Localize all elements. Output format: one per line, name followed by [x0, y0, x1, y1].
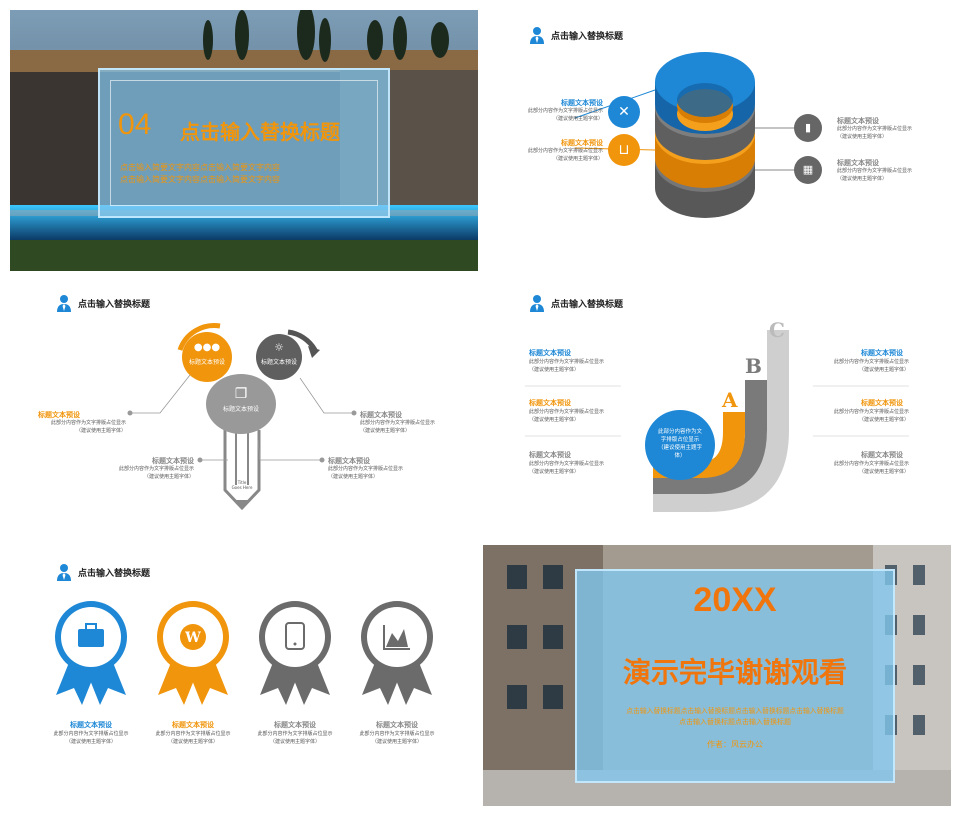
label-4: 标题文本预设 [837, 159, 879, 167]
closing-title: 演示完毕谢谢观看 [622, 656, 847, 689]
desc-2: 此部分内容作为文字排版占位显示（建议使用主题字体） [529, 409, 605, 423]
copy-icon: ❐ [234, 386, 248, 402]
slide-header: 点击输入替换标题 [529, 26, 623, 44]
label-2: 标题文本预设 [360, 411, 402, 419]
drops-icon: ●●● [193, 342, 221, 353]
letter-b: B [745, 354, 762, 378]
header-title: 点击输入替换标题 [551, 31, 624, 42]
letter-a: A [722, 388, 738, 412]
bubble-orange: ●●● 标题文本预设 [182, 332, 232, 382]
desc-2: 此部分内容作为文字排版占位显示（建议使用主题字体） [360, 420, 436, 434]
desc-5: 此部分内容作为文字排版占位显示（建议使用主题字体） [833, 409, 909, 423]
desc-3: 此部分内容作为文字排版占位显示（建议使用主题字体） [837, 126, 913, 140]
label-1: 标题文本预设 [38, 411, 80, 419]
label-1: 标题文本预设 [561, 99, 603, 107]
label-1: 标题文本预设 [529, 349, 571, 357]
label-5: 标题文本预设 [861, 399, 903, 407]
slide-header: 点击输入替换标题 [529, 294, 623, 312]
header-title: 点击输入替换标题 [78, 568, 151, 579]
section-sub-2: 点击输入简要文字内容点击输入简要文字内容 [120, 175, 280, 184]
title-box: 04 点击输入替换标题 点击输入简要文字内容点击输入简要文字内容 点击输入简要文… [98, 68, 390, 218]
label-3: 标题文本预设 [274, 721, 316, 729]
label-3: 标题文本预设 [529, 451, 571, 459]
desc-4: 此部分内容作为文字排版占位显示（建议使用主题字体） [833, 359, 909, 373]
bubble-dark: ☼ 标题文本预设 [256, 334, 302, 380]
user-icon [530, 27, 544, 44]
chart-icon [383, 625, 410, 650]
slide-5-badges: 点击输入替换标题 W 标题文本预设 此部分内容作为文字排版占位显示（建议使用主题… [10, 545, 478, 806]
label-3: 标题文本预设 [837, 117, 879, 125]
label-6: 标题文本预设 [861, 451, 903, 459]
svg-text:W: W [184, 630, 201, 646]
cart-icon: ⊔ [608, 134, 640, 166]
closing-year: 20XX [693, 581, 777, 619]
sun-icon: ☼ [274, 341, 284, 354]
label-1: 标题文本预设 [70, 721, 112, 729]
user-icon [57, 295, 71, 312]
bar-chart-icon: ▦ [794, 156, 822, 184]
closing-sub-1: 点击输入替换标题点击输入替换标题点击输入替换标题点击输入替换标题 [626, 707, 844, 715]
label-4: 标题文本预设 [328, 457, 370, 465]
desc-4: 此部分内容作为文字排版占位显示（建议使用主题字体） [359, 731, 435, 745]
section-sub-1: 点击输入简要文字内容点击输入简要文字内容 [120, 163, 280, 172]
slide-header: 点击输入替换标题 [56, 563, 150, 581]
slide-6-closing: 20XX 演示完毕谢谢观看 点击输入替换标题点击输入替换标题点击输入替换标题点击… [483, 545, 951, 806]
header-title: 点击输入替换标题 [78, 299, 151, 310]
desc-4: 此部分内容作为文字排版占位显示（建议使用主题字体） [837, 168, 913, 182]
desc-1: 此部分内容作为文字排版占位显示（建议使用主题字体） [527, 108, 603, 122]
ruler-icon: ▮ [794, 114, 822, 142]
desc-4: 此部分内容作为文字排版占位显示（建议使用主题字体） [328, 466, 404, 480]
tablet-icon [285, 622, 305, 650]
desc-3: 此部分内容作为文字排版占位显示（建议使用主题字体） [257, 731, 333, 745]
desc-3: 此部分内容作为文字排版占位显示（建议使用主题字体） [529, 461, 605, 475]
label-3: 标题文本预设 [152, 457, 194, 465]
desc-6: 此部分内容作为文字排版占位显示（建议使用主题字体） [833, 461, 909, 475]
slide-2-rings: 点击输入替换标题 ✕ ⊔ ▮ ▦ 标题文本预设 此部分内容作为文字排版占位显示（… [483, 10, 951, 271]
label-2: 标题文本预设 [172, 721, 214, 729]
pencil-graphic [127, 323, 357, 511]
header-title: 点击输入替换标题 [551, 299, 624, 310]
wordpress-icon: W [180, 624, 206, 650]
closing-sub-2: 点击输入替换标题点击输入替换标题 [679, 718, 791, 726]
ring-stack-graphic [574, 52, 801, 218]
label-2: 标题文本预设 [561, 139, 603, 147]
bubble-label-1: 标题文本预设 [188, 359, 225, 366]
desc-1: 此部分内容作为文字排版占位显示（建议使用主题字体） [529, 359, 605, 373]
bubble-label-3: 标题文本预设 [222, 406, 259, 413]
user-icon [530, 295, 544, 312]
abc-curve-graphic [525, 330, 909, 512]
label-2: 标题文本预设 [529, 399, 571, 407]
closing-box: 20XX 演示完毕谢谢观看 点击输入替换标题点击输入替换标题点击输入替换标题点击… [575, 569, 895, 783]
slide-3-pencil: 点击输入替换标题 ●●● 标题文本预设 ☼ 标题文本预设 ❐ 标题文本预设 Ti… [10, 280, 478, 535]
label-4: 标题文本预设 [861, 349, 903, 357]
slide-header: 点击输入替换标题 [56, 294, 150, 312]
badges-graphic: W [55, 601, 433, 705]
slide-1-cover: 04 点击输入替换标题 点击输入简要文字内容点击输入简要文字内容 点击输入简要文… [10, 10, 478, 271]
desc-1: 此部分内容作为文字排版占位显示（建议使用主题字体） [50, 420, 126, 434]
desc-2: 此部分内容作为文字排版占位显示（建议使用主题字体） [155, 731, 231, 745]
section-number: 04 [118, 108, 152, 141]
section-title: 点击输入替换标题 [180, 120, 340, 144]
desc-2: 此部分内容作为文字排版占位显示（建议使用主题字体） [527, 148, 603, 162]
user-icon [57, 564, 71, 581]
letter-c: C [769, 318, 785, 342]
label-4: 标题文本预设 [376, 721, 418, 729]
briefcase-icon [78, 623, 104, 647]
tools-icon: ✕ [608, 96, 640, 128]
slide-4-abc: 点击输入替换标题 A B C 此部分内容作为文字排版占位显示（建议使用主题字体）… [483, 280, 951, 535]
closing-author: 作者：风云办公 [707, 740, 763, 749]
bubble-gray: ❐ 标题文本预设 [206, 374, 276, 434]
desc-3: 此部分内容作为文字排版占位显示（建议使用主题字体） [118, 466, 194, 480]
desc-1: 此部分内容作为文字排版占位显示（建议使用主题字体） [53, 731, 129, 745]
blue-circle: 此部分内容作为文字排版占位显示（建议使用主题字体） [645, 410, 715, 480]
bubble-label-2: 标题文本预设 [260, 359, 297, 366]
